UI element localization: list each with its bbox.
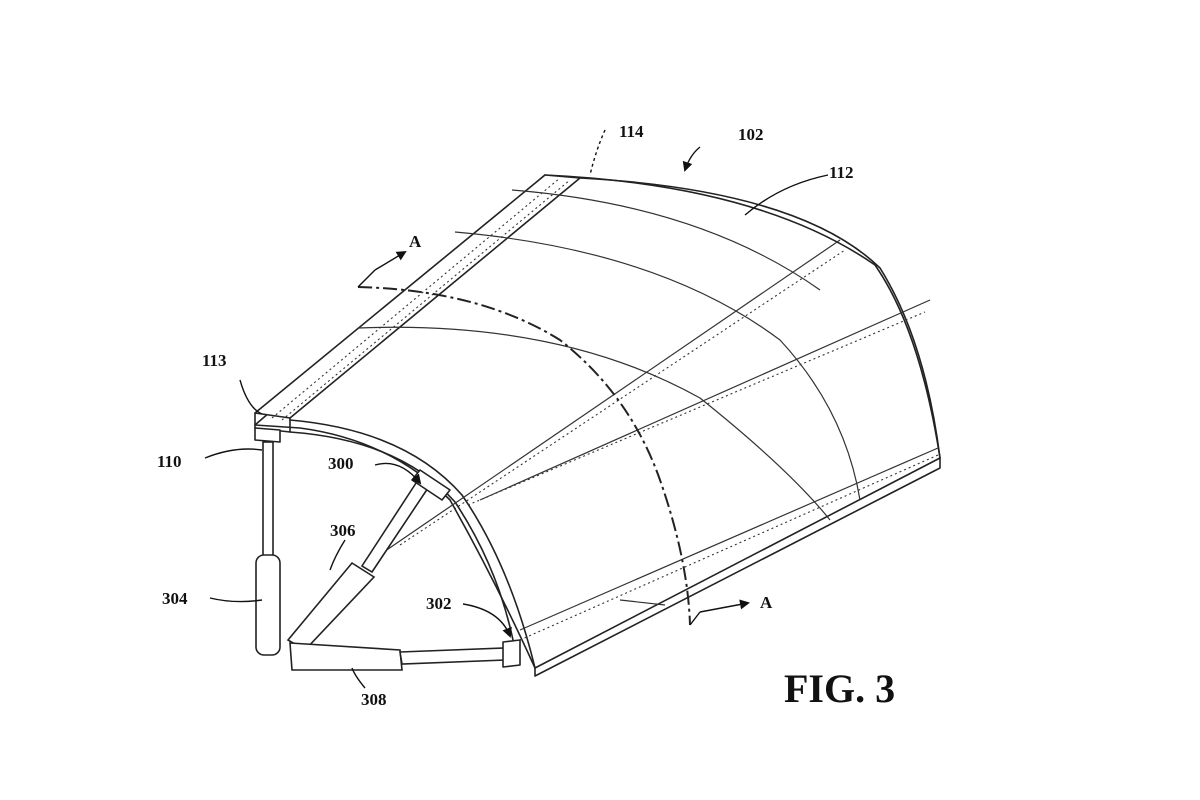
section-cut-line bbox=[357, 286, 691, 626]
label-112: 112 bbox=[829, 163, 854, 182]
label-section-a-bottom: A bbox=[760, 593, 773, 612]
vertical-rod bbox=[262, 441, 274, 558]
label-304: 304 bbox=[162, 589, 188, 608]
vertical-cylinder-304 bbox=[255, 554, 281, 656]
bracket-302 bbox=[502, 639, 521, 668]
label-114: 114 bbox=[619, 122, 644, 141]
canopy-back-edge bbox=[579, 177, 941, 459]
actuator-assembly bbox=[254, 427, 521, 671]
label-102: 102 bbox=[738, 125, 764, 144]
diagonal-rod bbox=[360, 478, 430, 574]
label-306: 306 bbox=[330, 521, 356, 540]
label-308: 308 bbox=[361, 690, 387, 709]
label-302: 302 bbox=[426, 594, 452, 613]
section-line-a bbox=[357, 250, 750, 626]
horizontal-cylinder-308 bbox=[289, 642, 403, 671]
leader-lines bbox=[204, 129, 829, 689]
horizontal-rod bbox=[399, 647, 506, 665]
canopy-body bbox=[254, 174, 941, 677]
label-113: 113 bbox=[202, 351, 227, 370]
figure-title: FIG. 3 bbox=[784, 666, 895, 711]
label-section-a-top: A bbox=[409, 232, 422, 251]
label-110: 110 bbox=[157, 452, 182, 471]
label-300: 300 bbox=[328, 454, 354, 473]
diagonal-cylinder-306 bbox=[286, 561, 376, 652]
canopy-inner-edge bbox=[289, 431, 516, 651]
pivot-block-110 bbox=[254, 427, 281, 443]
bracket-300 bbox=[411, 469, 451, 501]
reference-numerals: 114 102 112 113 110 300 306 304 302 308 … bbox=[157, 122, 854, 709]
